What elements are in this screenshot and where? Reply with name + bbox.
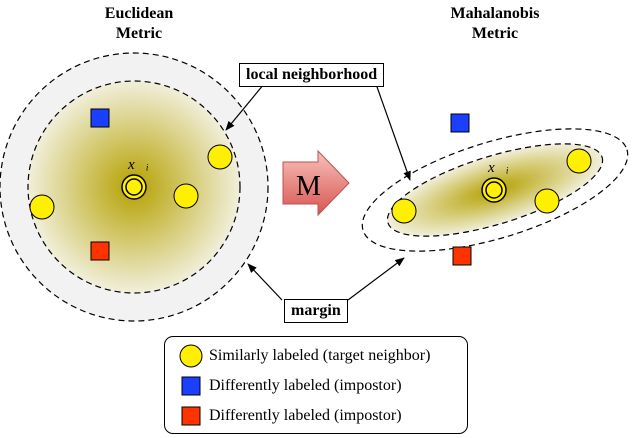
target-neighbor-right-3 bbox=[566, 148, 592, 174]
legend-item-impostor-red: Differently labeled (impostor) bbox=[179, 403, 402, 429]
target-neighbor-left-1 bbox=[29, 194, 55, 220]
euclidean-panel: x⃗ᵢ bbox=[0, 52, 269, 322]
euclidean-title-line2: Metric bbox=[115, 25, 163, 42]
query-label-right: x⃗ᵢ bbox=[487, 160, 509, 176]
mahalanobis-title-line2: Metric bbox=[471, 25, 519, 42]
legend-item-impostor-blue: Differently labeled (impostor) bbox=[179, 373, 402, 399]
mahalanobis-title: Mahalanobis Metric bbox=[430, 4, 560, 44]
connectors bbox=[225, 83, 411, 301]
legend: Similarly labeled (target neighbor) Diff… bbox=[164, 336, 468, 434]
local-neighborhood-callout: local neighborhood bbox=[239, 63, 385, 87]
neighborhood-arrow-right bbox=[375, 83, 411, 181]
red-square-icon bbox=[181, 406, 201, 426]
margin-arrow-right bbox=[347, 257, 405, 301]
legend-label-impostor-red: Differently labeled (impostor) bbox=[209, 407, 402, 424]
euclidean-title: Euclidean Metric bbox=[84, 4, 194, 44]
euclidean-title-line1: Euclidean bbox=[104, 5, 174, 22]
mahalanobis-title-line1: Mahalanobis bbox=[450, 5, 540, 22]
target-neighbor-right-2 bbox=[534, 188, 560, 214]
transform-label: M bbox=[296, 171, 321, 202]
transform-arrow: M bbox=[282, 149, 350, 217]
query-label-left: x⃗ᵢ bbox=[127, 157, 149, 173]
yellow-circle-icon bbox=[179, 344, 203, 368]
target-neighbor-left-2 bbox=[173, 183, 199, 209]
query-point-left-ring bbox=[125, 178, 143, 196]
impostor-blue-left bbox=[90, 108, 110, 128]
impostor-red-right bbox=[452, 246, 472, 266]
legend-item-target: Similarly labeled (target neighbor) bbox=[179, 343, 430, 369]
query-point-right-ring bbox=[485, 181, 503, 199]
target-neighbor-right-1 bbox=[391, 198, 417, 224]
margin-arrow-left bbox=[247, 263, 283, 301]
legend-label-impostor-blue: Differently labeled (impostor) bbox=[209, 377, 402, 394]
impostor-red-left bbox=[90, 241, 110, 261]
mahalanobis-panel: x⃗ᵢ bbox=[361, 113, 629, 266]
blue-square-icon bbox=[181, 376, 201, 396]
impostor-blue-right bbox=[450, 113, 470, 133]
target-neighbor-left-3 bbox=[207, 144, 233, 170]
neighborhood-arrow-left bbox=[225, 83, 265, 131]
legend-label-target: Similarly labeled (target neighbor) bbox=[209, 347, 431, 364]
margin-callout: margin bbox=[284, 299, 348, 323]
